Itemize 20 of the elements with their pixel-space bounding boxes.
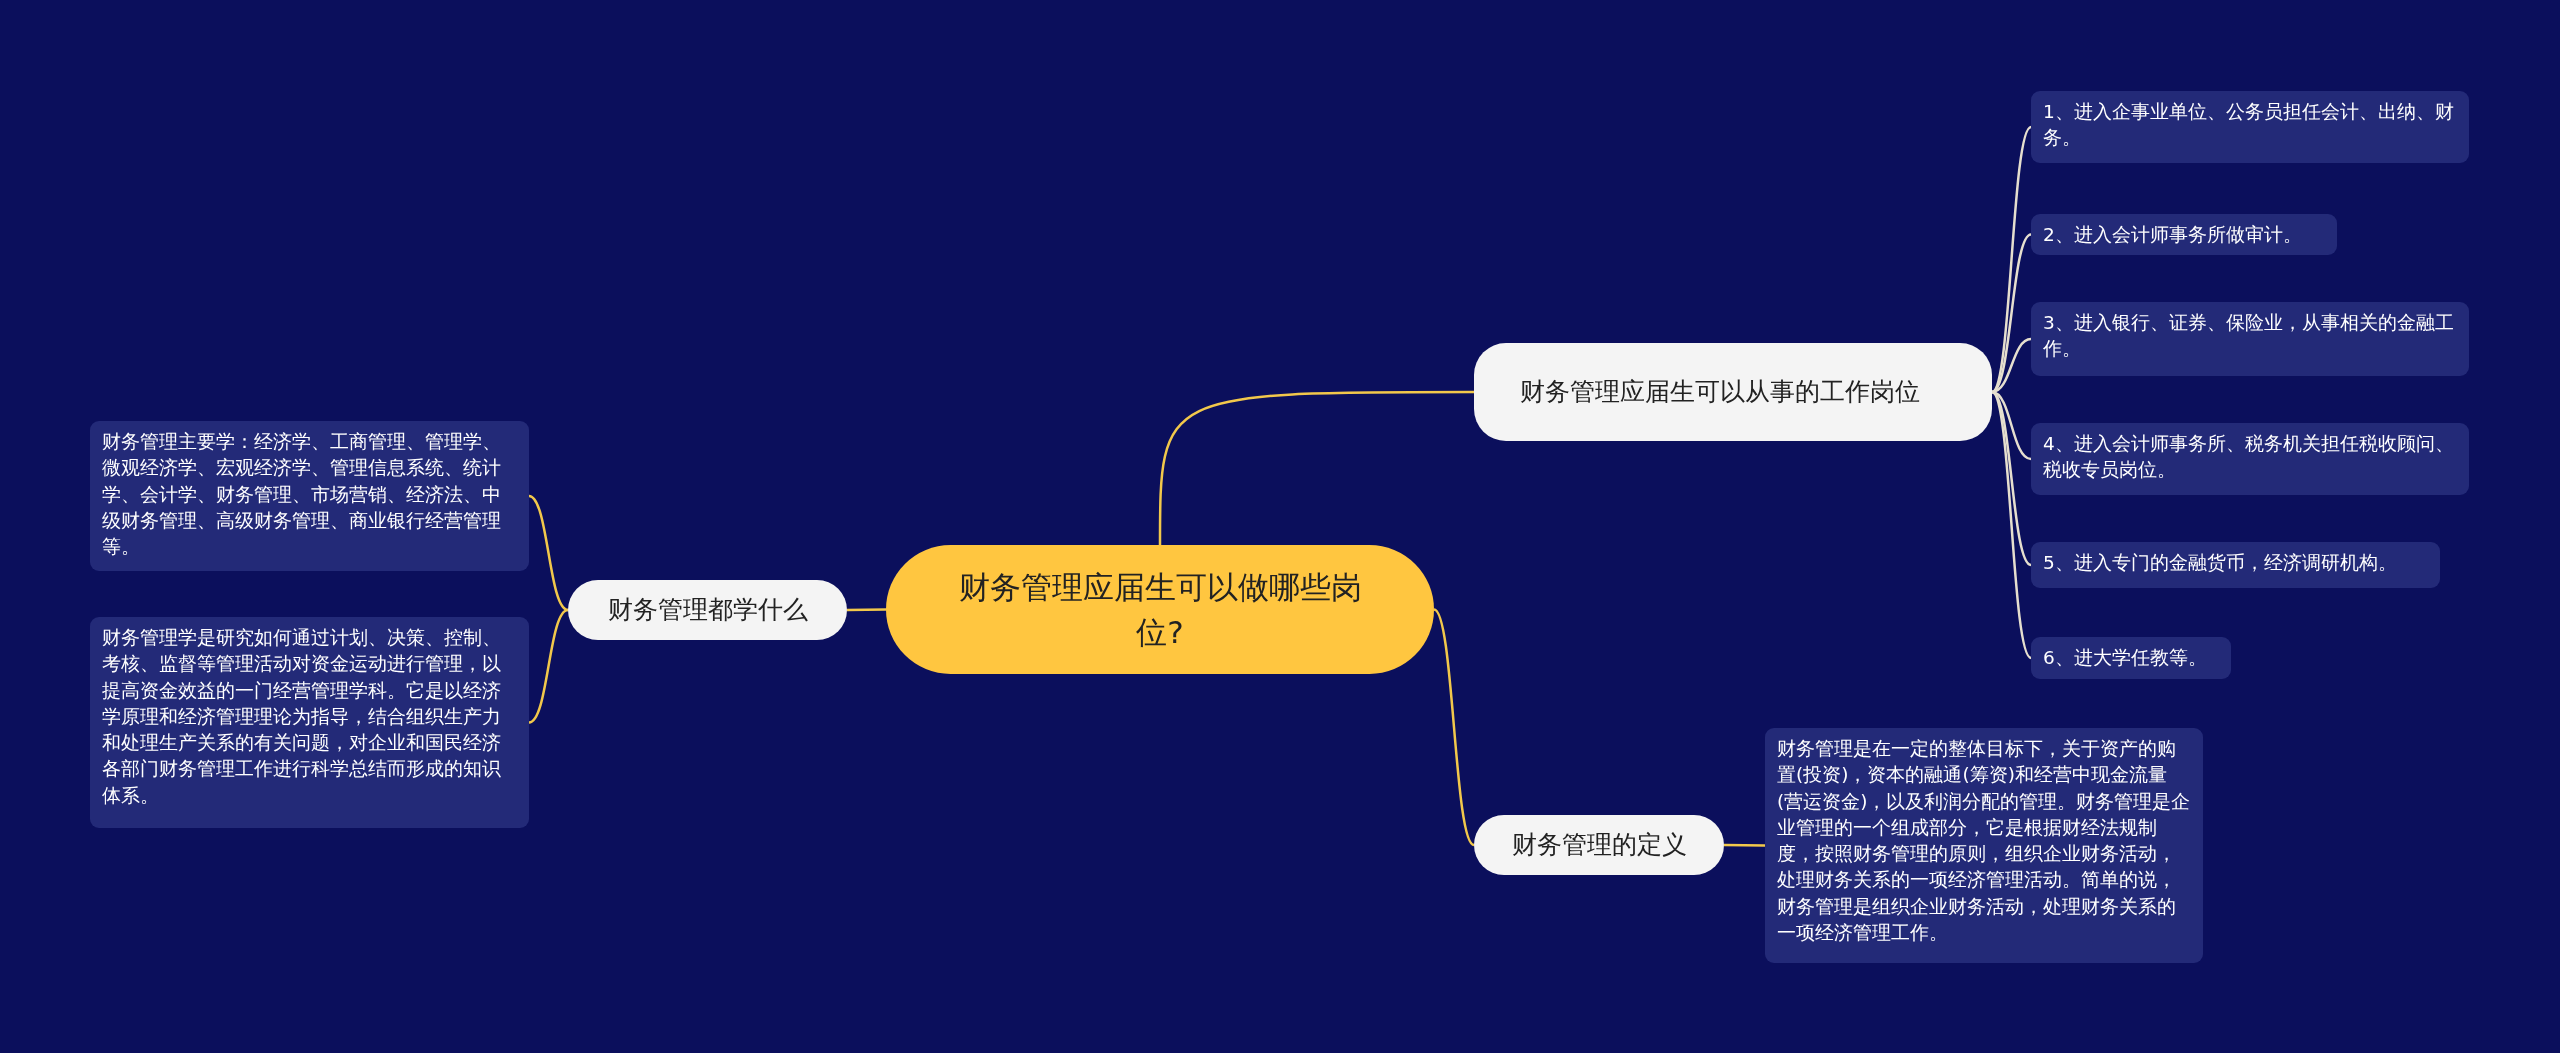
connector-line <box>528 608 569 724</box>
note-box: 6、进大学任教等。 <box>2031 637 2231 679</box>
connector-line <box>528 494 569 612</box>
branch-box: 财务管理应届生可以从事的工作岗位 <box>1474 343 1992 441</box>
note-box: 1、进入企事业单位、公务员担任会计、出纳、财务。 <box>2031 91 2469 163</box>
topic-box: 财务管理应届生可以做哪些岗位? <box>886 545 1434 674</box>
connector-line <box>1724 843 1765 847</box>
branch-box: 财务管理的定义 <box>1474 815 1724 875</box>
note-box: 4、进入会计师事务所、税务机关担任税收顾问、税收专员岗位。 <box>2031 423 2469 495</box>
note-box: 2、进入会计师事务所做审计。 <box>2031 214 2337 255</box>
connector-line <box>1991 391 2032 659</box>
note-box: 财务管理学是研究如何通过计划、决策、控制、考核、监督等管理活动对资金运动进行管理，以提高资金效益的一门经营管理学科。它是以经济学原理和经济管理理论为指导，结合组织生产力和处理生产关系的有关问题，对企业和国民经济各部门财务管理工作进行科学总结而形成的知识体系。 <box>90 617 529 828</box>
note-box: 5、进入专门的金融货币，经济调研机构。 <box>2031 542 2440 588</box>
connector-line <box>847 608 886 612</box>
connector-line <box>1433 608 1475 846</box>
note-box: 财务管理主要学：经济学、工商管理、管理学、微观经济学、宏观经济学、管理信息系统、统计学、会计学、财务管理、市场营销、经济法、中级财务管理、高级财务管理、商业银行经营管理等。 <box>90 421 529 571</box>
note-box: 3、进入银行、证券、保险业，从事相关的金融工作。 <box>2031 302 2469 376</box>
branch-box: 财务管理都学什么 <box>568 580 847 640</box>
connector-line <box>1158 390 1474 545</box>
note-box: 财务管理是在一定的整体目标下，关于资产的购置(投资)，资本的融通(筹资)和经营中现金流量(营运资金)，以及利润分配的管理。财务管理是企业管理的一个组成部分，它是根据财经法规制度，按照财务管理的原则，组织企业财务活动，处理财务关系的一项经济管理活动。简单的说，财务管理是组织企业财务活动，处理财务关系的一项经济管理工作。 <box>1765 728 2203 963</box>
